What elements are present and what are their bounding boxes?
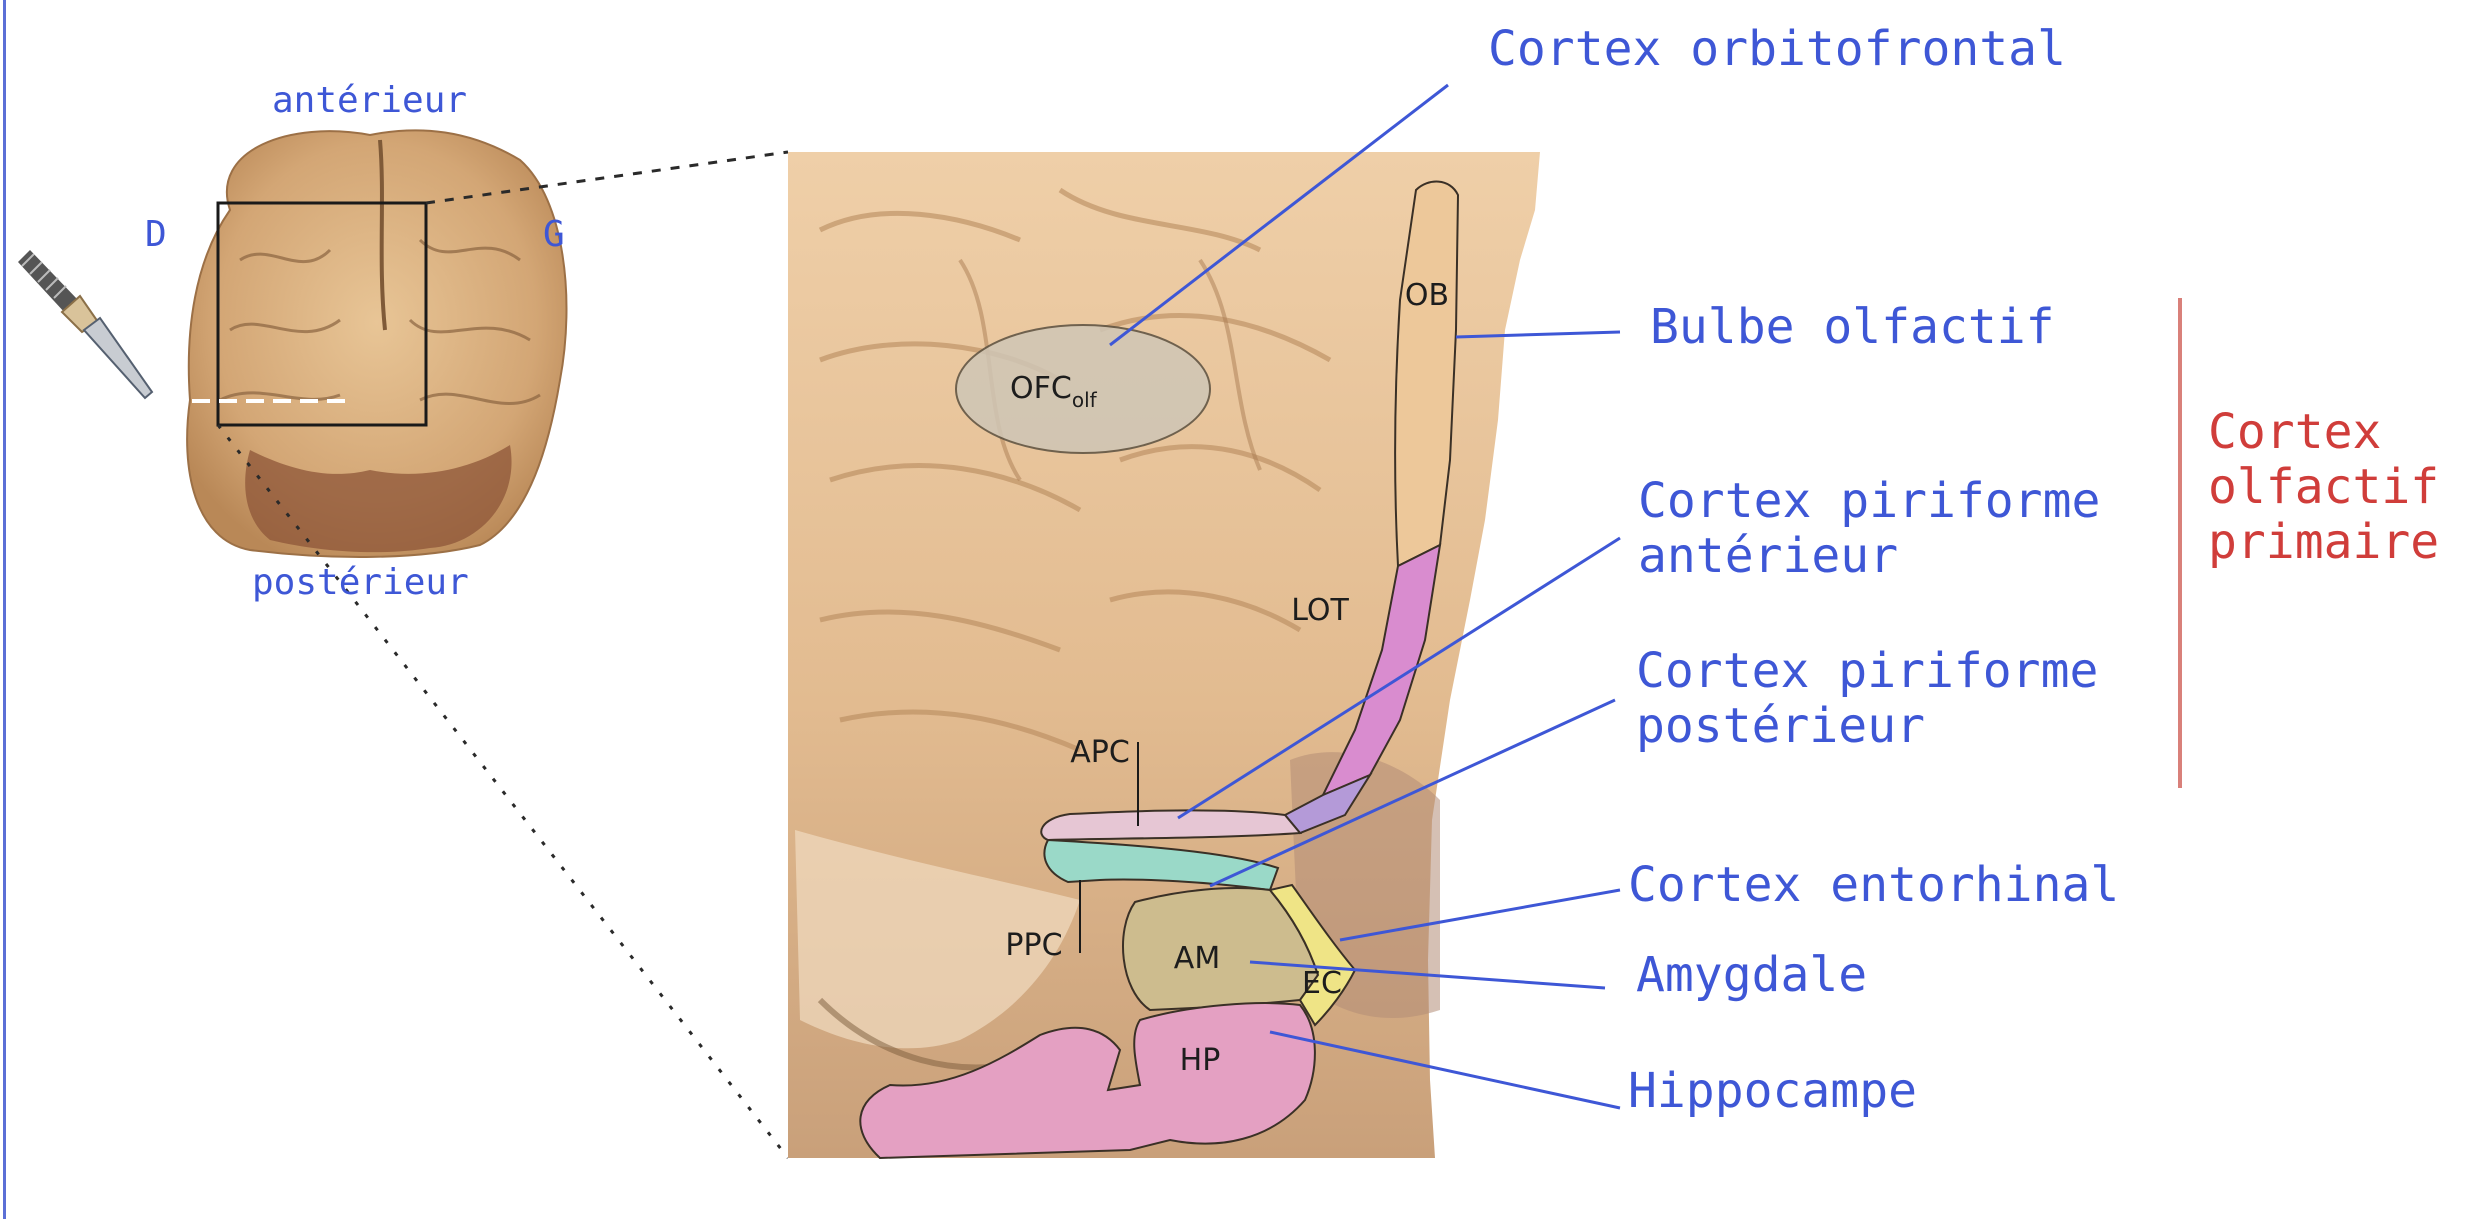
callout-piriforme-anterieur: Cortex piriforme antérieur (1638, 474, 2100, 584)
scalpel-icon (18, 250, 152, 398)
callout-amygdale: Amygdale (1636, 948, 1867, 1003)
hp-label: HP (1180, 1043, 1221, 1078)
ec-label: EC (1302, 966, 1342, 1001)
label-right-d: D (145, 214, 167, 255)
callout-entorhinal: Cortex entorhinal (1628, 858, 2119, 913)
ppc-label: PPC (1005, 928, 1062, 963)
group-label-primary-cortex: Cortex olfactif primaire (2208, 405, 2439, 571)
callout-hippocampe: Hippocampe (1628, 1064, 1917, 1119)
zoom-line-bottom (218, 425, 788, 1158)
am-label: AM (1174, 941, 1220, 976)
callout-bulbe-olfactif: Bulbe olfactif (1650, 300, 2055, 355)
label-left-g: G (543, 214, 565, 255)
apc-label: APC (1070, 735, 1130, 770)
ofc-label-sub: olf (1072, 388, 1098, 412)
primary-cortex-bracket (2178, 298, 2182, 788)
ob-label: OB (1405, 278, 1449, 313)
callout-orbitofrontal: Cortex orbitofrontal (1488, 22, 2066, 77)
brain-thumbnail (165, 130, 567, 557)
label-anterior: antérieur (272, 80, 467, 121)
lot-label: LOT (1291, 593, 1349, 628)
label-posterior: postérieur (252, 562, 469, 603)
apc-region (1041, 810, 1300, 840)
ofc-label-main: OFC (1010, 371, 1072, 406)
callout-piriforme-posterieur: Cortex piriforme postérieur (1636, 644, 2098, 754)
